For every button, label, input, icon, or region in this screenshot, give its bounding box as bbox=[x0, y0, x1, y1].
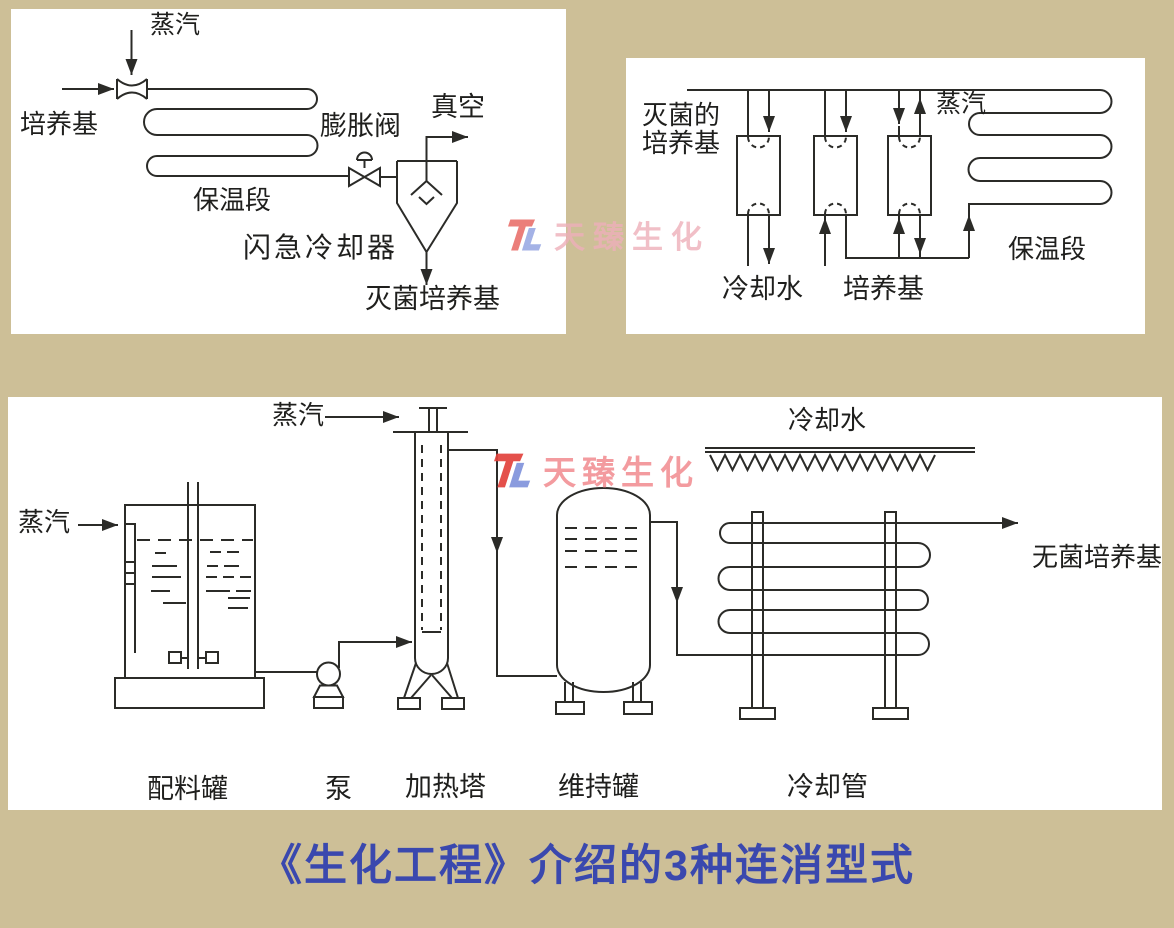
label-sterile-medium: 无菌培养基 bbox=[1032, 543, 1163, 573]
continuous-train-panel: 蒸汽 蒸汽 冷却水 无菌培养基 配料罐 泵 加热塔 维持罐 冷却管 bbox=[8, 397, 1162, 810]
pump-icon bbox=[312, 661, 345, 709]
label-mixing-tank: 配料罐 bbox=[147, 774, 228, 805]
flash-sterilizer-panel: 蒸汽 培养基 保温段 膨胀阀 真空 闪急冷却器 灭菌培养基 bbox=[11, 9, 566, 334]
holding-coil bbox=[143, 88, 349, 177]
label-holding-section: 保温段 bbox=[1008, 235, 1087, 265]
label-holding-tank: 维持罐 bbox=[558, 772, 639, 803]
label-vacuum: 真空 bbox=[431, 92, 485, 123]
continuous-train-diagram bbox=[78, 407, 1018, 720]
label-cooling-water: 冷却水 bbox=[722, 274, 803, 305]
label-sterilized-medium-2: 培养基 bbox=[642, 129, 721, 159]
label-cooling-water: 冷却水 bbox=[788, 406, 867, 436]
exchanger-internal-arcs bbox=[747, 136, 921, 215]
label-holding-section: 保温段 bbox=[193, 186, 272, 216]
mixing-tank bbox=[114, 482, 265, 709]
label-flash-cooler: 闪急冷却器 bbox=[243, 231, 399, 264]
label-medium: 培养基 bbox=[843, 274, 924, 305]
exchanger-3 bbox=[887, 135, 932, 216]
exchanger-1 bbox=[736, 135, 781, 216]
vacuum-arrow bbox=[425, 131, 468, 161]
exchanger-2 bbox=[813, 135, 858, 216]
label-sterilized-medium: 灭菌培养基 bbox=[365, 284, 500, 315]
exchanger-sterilizer-panel: 灭菌的 培养基 蒸汽 保温段 冷却水 培养基 bbox=[626, 58, 1145, 334]
cooling-water-spray bbox=[705, 447, 975, 473]
label-sterilized-medium-1: 灭菌的 bbox=[642, 101, 721, 131]
exchanger-sterilizer-diagram bbox=[687, 89, 1113, 266]
cooling-coil bbox=[650, 521, 1000, 656]
holding-coil bbox=[687, 89, 1113, 258]
holding-tank bbox=[555, 487, 653, 715]
label-steam: 蒸汽 bbox=[150, 10, 201, 39]
steam-injector bbox=[116, 78, 148, 100]
heating-tower bbox=[393, 407, 468, 710]
label-expansion-valve: 膨胀阀 bbox=[320, 111, 401, 142]
expansion-valve-icon bbox=[348, 151, 381, 188]
label-pump: 泵 bbox=[325, 774, 352, 805]
label-heating-tower: 加热塔 bbox=[405, 772, 486, 803]
caption-title: 《生化工程》介绍的3种连消型式 bbox=[259, 842, 915, 890]
flash-sterilizer-diagram bbox=[62, 30, 468, 285]
flash-cooler-vessel bbox=[396, 160, 458, 253]
label-medium-in: 培养基 bbox=[20, 110, 99, 140]
label-steam: 蒸汽 bbox=[936, 89, 987, 118]
coil-supports bbox=[739, 511, 909, 720]
label-cooling-pipe: 冷却管 bbox=[787, 772, 868, 803]
label-steam-top: 蒸汽 bbox=[272, 401, 325, 431]
label-steam-left: 蒸汽 bbox=[18, 508, 71, 538]
agitator bbox=[181, 482, 206, 669]
pump-outlet-arrow bbox=[338, 636, 412, 668]
